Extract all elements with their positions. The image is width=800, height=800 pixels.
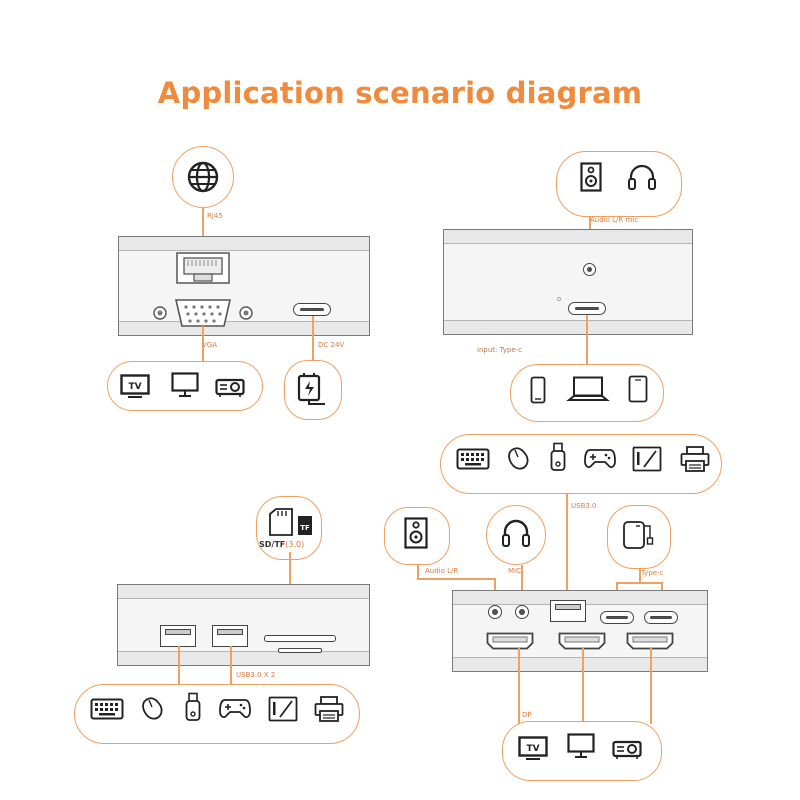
vga-connector-line — [202, 326, 204, 368]
dp-line — [518, 648, 520, 724]
dp-label: DP — [522, 711, 532, 719]
mic-headphone-circle — [486, 505, 546, 565]
input-typec-label: input: Type-c — [477, 346, 523, 354]
usb30-label: USB3.0 — [571, 502, 597, 510]
usb-a-port-left-2-inner — [217, 629, 243, 635]
hub-device-side — [117, 584, 370, 666]
rj45-port — [176, 252, 230, 284]
gamepad-icon — [584, 449, 616, 468]
dp-port-1 — [486, 632, 534, 650]
headphones-icon — [628, 164, 656, 190]
typec-line-h — [616, 582, 662, 584]
projector-icon — [215, 378, 245, 397]
audio-lr-label: Audio L/R — [425, 567, 459, 575]
mic-line — [521, 565, 523, 610]
hdmi-port-2 — [626, 632, 674, 650]
tv-icon: TV — [120, 374, 150, 398]
mouse-icon — [142, 697, 163, 720]
printer-icon — [314, 696, 344, 722]
projector-icon — [612, 740, 642, 759]
charger-pill — [284, 360, 342, 420]
mic-jack-inner — [519, 609, 525, 615]
led-indicator — [557, 297, 561, 301]
tv-text: TV — [526, 744, 539, 754]
audio-jack-port-inner — [587, 267, 592, 272]
dc-typec-port-inner — [300, 308, 324, 311]
hub-band-top — [118, 585, 369, 599]
tablet-icon — [628, 375, 648, 403]
audio-mic-top-label: Audio L/R mic — [590, 216, 639, 224]
typec-label: Type-c — [641, 569, 664, 577]
vga-label: VGA — [202, 341, 218, 349]
rj45-connector-line — [202, 208, 204, 262]
rj45-label: RJ45 — [207, 212, 223, 220]
tf-text: TF — [300, 524, 310, 532]
laptop-icon — [566, 376, 610, 401]
usb-drive-icon — [550, 442, 566, 471]
sd-slot — [264, 635, 336, 642]
hdmi-port-1 — [558, 632, 606, 650]
sd-tf-version: (3.0) — [285, 540, 305, 549]
drawing-tablet-icon — [632, 446, 662, 472]
gamepad-icon — [219, 699, 251, 718]
hub-device-ports — [452, 590, 708, 672]
audio-lr-jack-inner — [492, 609, 498, 615]
audio-lr-line-h — [417, 578, 495, 580]
hub-band-bottom — [444, 320, 692, 334]
globe-icon — [187, 161, 219, 193]
monitor-icon — [567, 733, 595, 758]
usb30-connector-line — [566, 494, 568, 606]
typec-port-2-inner — [650, 616, 672, 619]
usb-a-port-inner — [555, 604, 581, 610]
sd-tf-label: SD/TF(3.0) — [259, 540, 304, 549]
tv-text: TV — [128, 382, 141, 392]
speaker-icon — [404, 517, 428, 549]
external-drive-icon — [623, 521, 654, 549]
keyboard-icon — [90, 698, 124, 720]
mic-label: MIC — [508, 567, 521, 575]
vga-port — [153, 299, 253, 327]
usb-left-line-1 — [178, 646, 180, 688]
typec-line-v — [639, 569, 641, 583]
page-title: Application scenario diagram — [157, 76, 643, 110]
hub-device-front — [443, 229, 693, 335]
monitor-icon — [171, 372, 199, 397]
keyboard-icon — [456, 448, 490, 470]
usb-a-port-left-1-inner — [165, 629, 191, 635]
sd-card-icon: TF — [269, 508, 312, 536]
speaker-pill — [384, 507, 450, 565]
headphones-icon — [502, 519, 530, 547]
hub-band-top — [119, 237, 369, 251]
hdmi2-line — [650, 648, 652, 724]
hub-band-bottom — [453, 657, 707, 671]
charger-icon — [297, 373, 325, 405]
dc24v-label: DC 24V — [318, 341, 345, 349]
mouse-icon — [508, 447, 529, 470]
speaker-icon — [580, 162, 602, 192]
usb-left-line-2 — [230, 646, 232, 688]
usb-drive-icon — [185, 692, 201, 721]
input-connector-line — [586, 315, 588, 365]
drawing-tablet-icon — [268, 696, 298, 722]
hub-band-bottom — [118, 651, 369, 665]
hdmi1-line — [582, 648, 584, 724]
printer-icon — [680, 446, 710, 472]
tf-slot — [278, 648, 322, 653]
audio-top-pill — [556, 151, 682, 217]
hub-band-top — [444, 230, 692, 244]
tv-icon: TV — [518, 736, 548, 760]
input-typec-port-inner — [575, 307, 599, 310]
audio-lr-line-v — [417, 565, 419, 579]
typec-port-1-inner — [606, 616, 628, 619]
usb30x2-label: USB3.0 X 2 — [236, 671, 276, 679]
dc-connector-line — [312, 316, 314, 368]
sd-tf-text: SD/TF — [259, 540, 286, 549]
phone-icon — [530, 376, 546, 404]
